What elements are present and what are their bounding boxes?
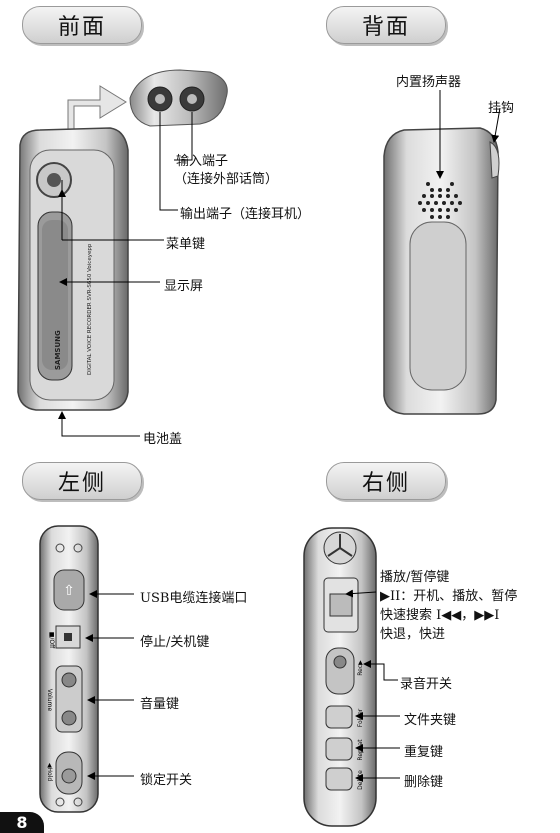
heading-left: 左侧 [22, 462, 142, 500]
label-usb-port: USB电缆连接端口 [140, 591, 248, 606]
rec-device-label: Rec▶ [357, 660, 364, 676]
repeat-key-icon [325, 737, 353, 761]
delete-key-icon [325, 767, 353, 791]
label-display: 显示屏 [164, 279, 204, 294]
heading-front: 前面 [22, 6, 142, 44]
label-volume-key: 音量键 [140, 697, 180, 712]
left-device: ⇧ ■/Off Volume ◀Hold [39, 525, 134, 813]
heading-left-text: 左侧 [57, 471, 106, 496]
front-device: SAMSUNG DIGITAL VOICE RECORDER SVR-S650 … [17, 69, 228, 437]
speaker-grille-icon [418, 182, 462, 219]
usb-port-icon [53, 569, 85, 611]
label-speaker: 内置扬声器 [396, 75, 462, 90]
label-input-jack-note: （连接外部话筒） [174, 172, 279, 187]
front-brand-text: SAMSUNG [54, 330, 62, 370]
label-play-line1: ▶II：开机、播放、暂停 [380, 589, 518, 604]
folder-device-label: Folder [357, 708, 364, 727]
label-folder-key: 文件夹键 [404, 713, 457, 728]
right-device: Rec▶ Folder Repeat Delete [303, 527, 400, 827]
folder-key-icon [325, 705, 353, 729]
label-input-jack: 输入端子 [176, 154, 229, 169]
repeat-device-label: Repeat [357, 739, 364, 761]
front-model-text: DIGITAL VOICE RECORDER SVR-S650 Voiceyep… [87, 243, 93, 375]
label-menu-key: 菜单键 [166, 237, 206, 252]
hold-device-label: ◀Hold [46, 763, 53, 781]
label-play-pause: 播放/暂停键 [380, 570, 450, 585]
label-battery-cover: 电池盖 [143, 432, 183, 447]
delete-device-label: Delete [357, 770, 364, 790]
page-number-text: 8 [16, 813, 28, 832]
svg-text:⇧: ⇧ [63, 583, 75, 599]
label-record-switch: 录音开关 [400, 677, 453, 692]
label-stop-power: 停止/关机键 [140, 635, 210, 650]
label-hold-switch: 锁定开关 [140, 773, 193, 788]
record-switch-icon [325, 647, 355, 695]
heading-back: 背面 [326, 6, 446, 44]
label-hook: 挂钩 [488, 101, 515, 116]
heading-right: 右侧 [326, 462, 446, 500]
heading-back-text: 背面 [361, 15, 410, 40]
off-device-label: ■/Off [48, 632, 55, 649]
label-repeat-key: 重复键 [404, 745, 444, 760]
label-play-line2: 快速搜索 I◀◀，▶▶I [380, 608, 500, 623]
volume-device-label: Volume [46, 689, 53, 712]
hook-icon [489, 141, 500, 179]
heading-right-text: 右侧 [361, 471, 410, 496]
label-output-jack: 输出端子（连接耳机） [180, 207, 311, 222]
heading-front-text: 前面 [57, 15, 106, 40]
back-device [383, 90, 501, 415]
zoom-arrow-icon [67, 85, 127, 131]
top-jack-detail [129, 69, 228, 127]
page-number: 8 [0, 812, 44, 833]
label-play-line3: 快退，快进 [380, 627, 446, 642]
label-delete-key: 删除键 [404, 775, 444, 790]
